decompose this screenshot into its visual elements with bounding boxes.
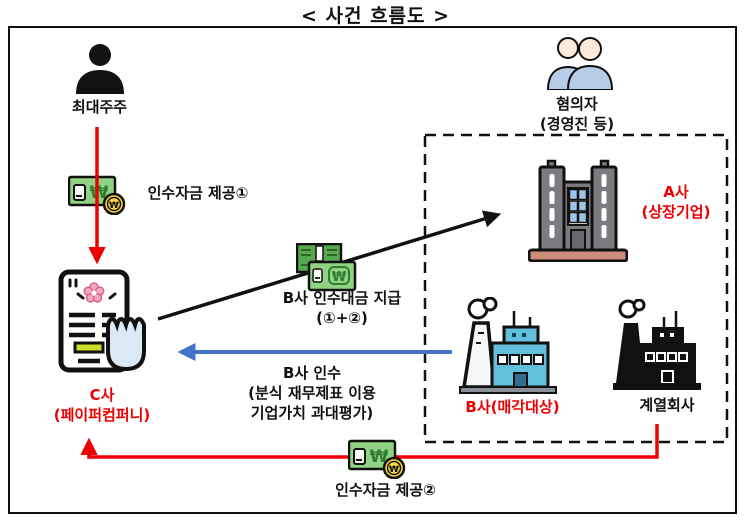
smoke-icon (482, 297, 498, 312)
funds2-label: 인수자금 제공② (335, 481, 436, 499)
building-icon (528, 159, 628, 262)
affiliate-factory-icon (613, 299, 701, 390)
flower-seal-icon (83, 282, 105, 303)
suspects-label: 혐의자 (경영진 등) (539, 95, 615, 133)
document-icon (58, 269, 146, 373)
svg-text:₩: ₩ (90, 183, 109, 203)
acquisition-label: B사 인수 (분식 재무제표 이용 기업가치 과대평가) (248, 364, 376, 422)
company-a-label: A사 (상장기업) (641, 183, 711, 221)
funds1-label: 인수자금 제공① (147, 184, 249, 202)
shareholder-label: 최대주주 (71, 98, 128, 116)
suspects-icon (546, 37, 614, 90)
money-stack-icon: ₩ (296, 243, 357, 292)
company-c-label: C사 (페이퍼컴퍼니) (53, 386, 151, 424)
svg-text:₩: ₩ (332, 270, 347, 285)
svg-text:₩: ₩ (389, 465, 399, 475)
person-icon (76, 44, 124, 94)
factory-icon (459, 297, 557, 394)
smoke-icon (632, 299, 646, 312)
company-b-label: B사(매각대상) (465, 398, 560, 416)
money-bill-icon: ₩ ₩ (348, 439, 406, 479)
diagram-title: < 사건 흐름도 > (300, 5, 451, 27)
svg-text:₩: ₩ (109, 201, 119, 211)
money-bill-icon: ₩ ₩ (68, 175, 126, 215)
affiliate-label: 계열회사 (639, 396, 695, 414)
payment-label: B사 인수대금 지급 (①+②) (282, 289, 402, 327)
